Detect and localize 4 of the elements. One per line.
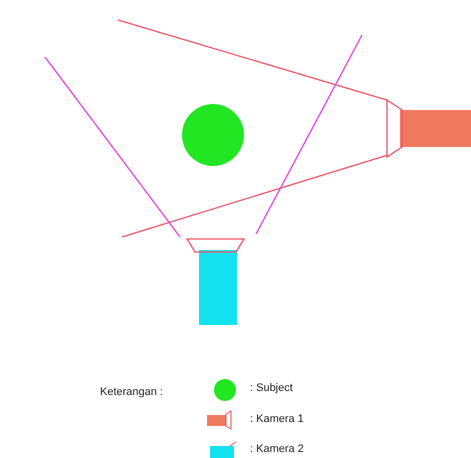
legend-heading: Keterangan : [100,386,163,399]
legend-text: : Kamera 2 [250,443,304,456]
legend-text: : Kamera 1 [250,413,304,426]
legend-text: : Subject [250,382,293,395]
